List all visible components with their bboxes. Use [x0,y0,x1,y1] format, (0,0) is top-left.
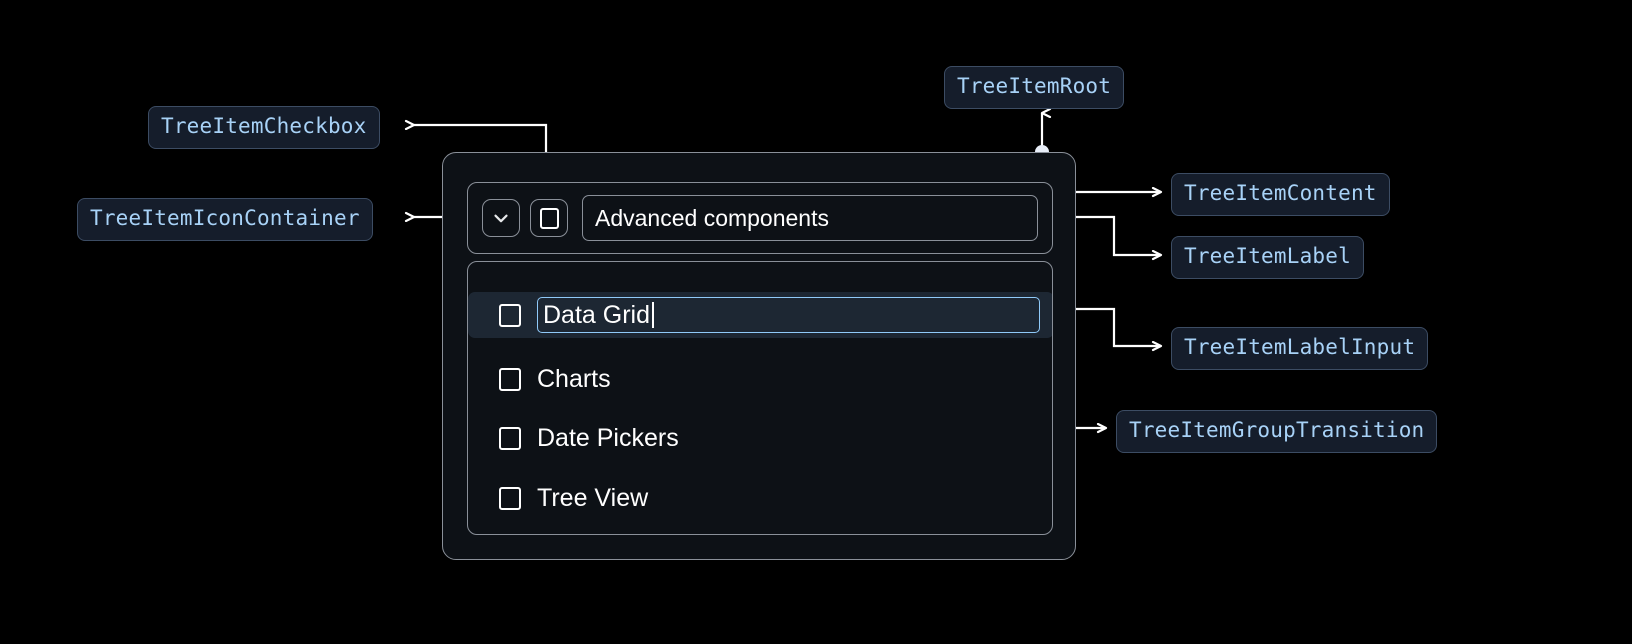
annotation-badge-label: TreeItemLabel [1171,236,1364,279]
tree-item-checkbox[interactable] [530,199,568,237]
annotation-badge-label-input: TreeItemLabelInput [1171,327,1429,370]
tree-item-label-input-value: Data Grid [543,300,650,329]
tree-group-item-data-grid[interactable]: Data Grid [468,292,1052,338]
tree-item-icon-container[interactable] [482,199,520,237]
tree-item-label-text: Tree View [537,483,649,512]
tree-group-item-date-pickers[interactable]: Date Pickers [468,415,1052,461]
tree-group-item-tree-view[interactable]: Tree View [468,475,1052,521]
annotation-badge-content: TreeItemContent [1171,173,1390,216]
checkbox-square-icon[interactable] [499,303,521,327]
annotation-badge-checkbox: TreeItemCheckbox [148,106,380,149]
tree-item-group-transition: Data Grid Charts Date Pickers Tree View [467,261,1053,535]
tree-item-label[interactable]: Advanced components [582,195,1038,241]
tree-item-label-text: Date Pickers [537,423,679,452]
checkbox-square-icon [539,207,559,229]
tree-item-content[interactable]: Advanced components [467,182,1053,254]
chevron-down-icon [494,214,508,223]
annotation-badge-root: TreeItemRoot [944,66,1125,109]
checkbox-square-icon[interactable] [499,367,521,391]
annotation-badge-group-transition: TreeItemGroupTransition [1116,410,1438,453]
text-caret [651,302,654,328]
checkbox-square-icon[interactable] [499,486,521,510]
tree-group-item-charts[interactable]: Charts [468,356,1052,402]
tree-item-root[interactable]: Advanced components Data Grid Charts Dat… [442,152,1076,560]
tree-item-label-text: Advanced components [595,204,829,231]
tree-item-label-input[interactable]: Data Grid [537,297,1040,333]
annotation-badge-icon-container: TreeItemIconContainer [77,198,373,241]
checkbox-square-icon[interactable] [499,426,521,450]
tree-item-label-text: Charts [537,364,611,393]
